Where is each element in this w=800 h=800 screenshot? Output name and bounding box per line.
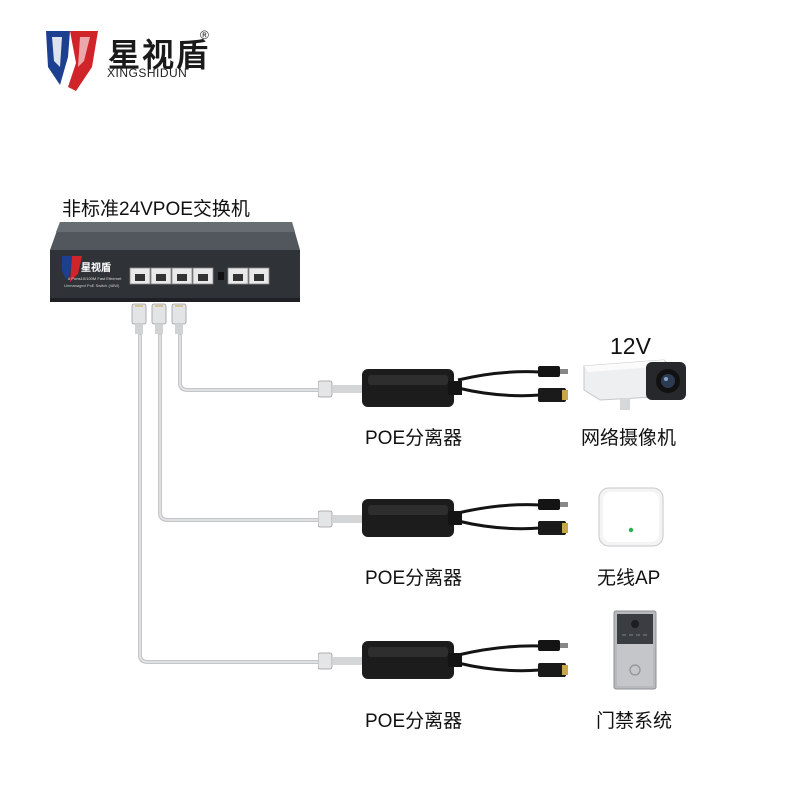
rj45-plug-icon: [538, 388, 566, 402]
dc-plug-icon: [538, 499, 560, 510]
ip-camera-icon: [580, 356, 692, 412]
splitter-label: POE分离器: [365, 423, 462, 450]
device-label-ap: 无线AP: [597, 563, 660, 590]
splitter-label: POE分离器: [365, 706, 462, 733]
rj45-plug-icon: [538, 663, 566, 677]
wireless-ap-icon: [597, 486, 665, 548]
dc-plug-icon: [538, 640, 560, 651]
device-label-camera: 网络摄像机: [581, 423, 676, 450]
access-control-icon: [613, 610, 657, 690]
device-label-access-control: 门禁系统: [596, 706, 672, 733]
splitter-label: POE分离器: [365, 563, 462, 590]
dc-plug-icon: [538, 366, 560, 377]
rj45-plug-icon: [538, 521, 566, 535]
